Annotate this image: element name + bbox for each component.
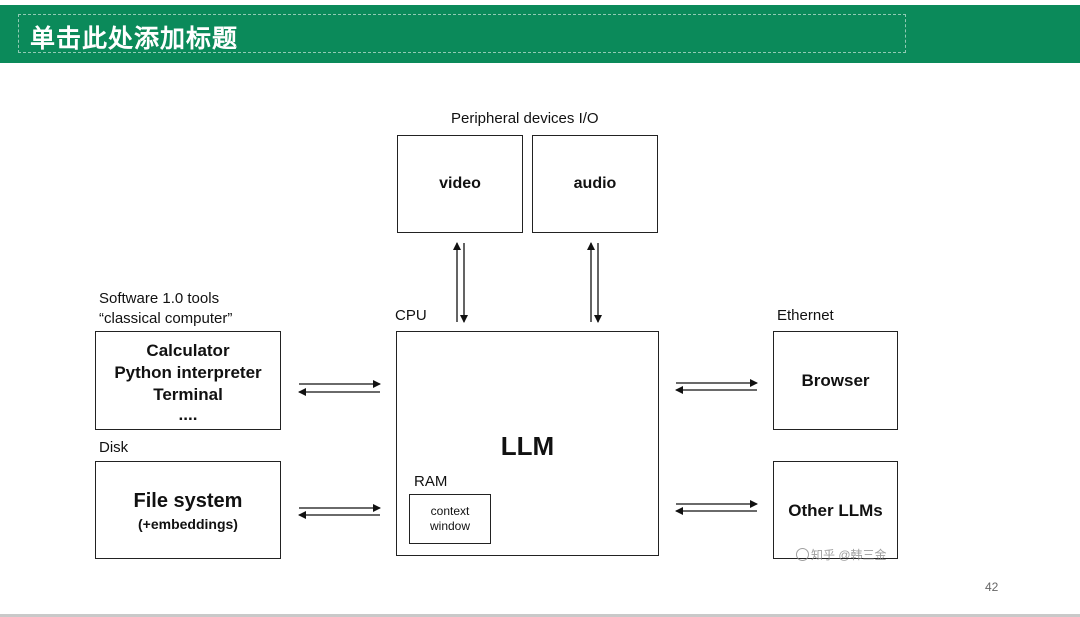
context-window-line2: window bbox=[429, 519, 471, 533]
llm-label: LLM bbox=[500, 431, 555, 461]
tool-ellipsis: .... bbox=[178, 405, 198, 424]
watermark-text: 知乎 @韩三金 bbox=[811, 548, 887, 562]
browser-box: Browser bbox=[773, 331, 898, 430]
context-window-box: context window bbox=[409, 494, 491, 544]
tool-calculator: Calculator bbox=[146, 341, 230, 360]
browser-label: Browser bbox=[801, 371, 870, 390]
tool-python-interpreter: Python interpreter bbox=[114, 363, 262, 382]
ethernet-label: Ethernet bbox=[777, 307, 834, 324]
disk-label: Disk bbox=[99, 439, 129, 456]
page-number: 42 bbox=[985, 580, 999, 594]
other-llms-label: Other LLMs bbox=[788, 501, 883, 520]
tool-terminal: Terminal bbox=[153, 385, 223, 404]
slide-header: 单击此处添加标题 bbox=[0, 5, 1080, 63]
zhihu-logo-icon bbox=[796, 548, 809, 561]
file-system-box: File system (+embeddings) bbox=[95, 461, 281, 559]
other-llms-box: Other LLMs bbox=[773, 461, 898, 559]
ram-label: RAM bbox=[414, 473, 448, 490]
context-window-line1: context bbox=[430, 504, 470, 518]
software-tools-label: Software 1.0 tools bbox=[99, 290, 220, 307]
audio-label: audio bbox=[573, 175, 617, 192]
bottom-divider bbox=[0, 614, 1080, 617]
embeddings-label: (+embeddings) bbox=[138, 516, 238, 532]
software-tools-box: Calculator Python interpreter Terminal .… bbox=[95, 331, 281, 430]
audio-box: audio bbox=[532, 135, 658, 233]
watermark: 知乎 @韩三金 bbox=[796, 546, 887, 563]
classical-computer-label: “classical computer” bbox=[99, 310, 233, 327]
title-placeholder[interactable]: 单击此处添加标题 bbox=[18, 14, 906, 53]
video-label: video bbox=[439, 175, 481, 192]
peripheral-devices-label: Peripheral devices I/O bbox=[451, 110, 599, 127]
cpu-label: CPU bbox=[395, 307, 427, 324]
video-box: video bbox=[397, 135, 523, 233]
file-system-label: File system bbox=[133, 490, 243, 512]
slide-title: 单击此处添加标题 bbox=[30, 24, 239, 53]
